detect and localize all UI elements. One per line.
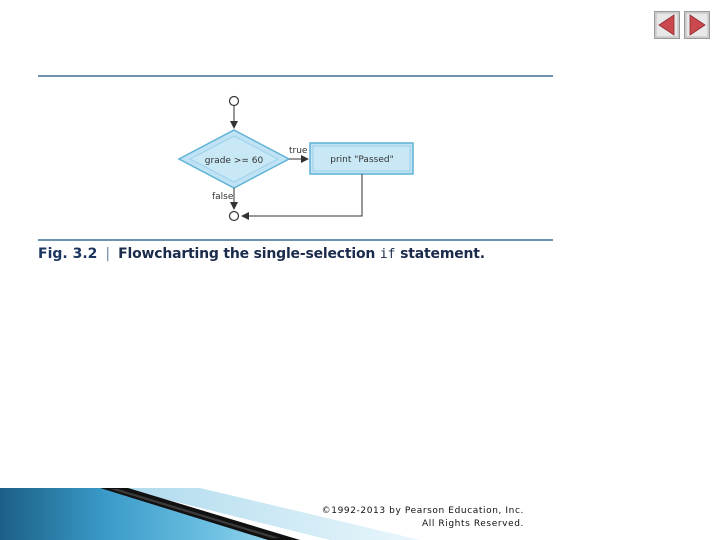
merge-node — [228, 210, 240, 222]
caption-code: if — [379, 247, 396, 262]
true-label: true — [289, 146, 308, 156]
caption-text-after: statement. — [395, 246, 485, 262]
previous-slide-button[interactable] — [654, 11, 680, 39]
false-label: false — [212, 192, 234, 202]
flowchart-diagram: grade >= 60 true print "Passed" false — [38, 75, 553, 241]
copyright-notice: ©1992-2013 by Pearson Education, Inc. Al… — [280, 505, 524, 531]
caption-separator: | — [105, 246, 111, 262]
action-box-inner — [312, 145, 411, 172]
next-slide-button[interactable] — [684, 11, 710, 39]
copyright-line-1: ©1992-2013 by Pearson Education, Inc. — [321, 506, 524, 516]
decision-diamond-inner — [188, 135, 280, 183]
flow-line-return — [241, 174, 363, 220]
decision-label: grade >= 60 — [205, 156, 264, 166]
figure-number: Fig. 3.2 — [38, 246, 98, 262]
triangle-right-icon — [684, 11, 710, 39]
triangle-left-icon — [654, 11, 680, 39]
action-label: print "Passed" — [330, 155, 393, 165]
start-node — [228, 95, 240, 107]
caption-text-before: Flowcharting the single-selection — [118, 246, 380, 262]
figure-caption: Fig. 3.2 | Flowcharting the single-selecti… — [38, 246, 485, 262]
copyright-line-2: All Rights Reserved. — [421, 519, 524, 529]
